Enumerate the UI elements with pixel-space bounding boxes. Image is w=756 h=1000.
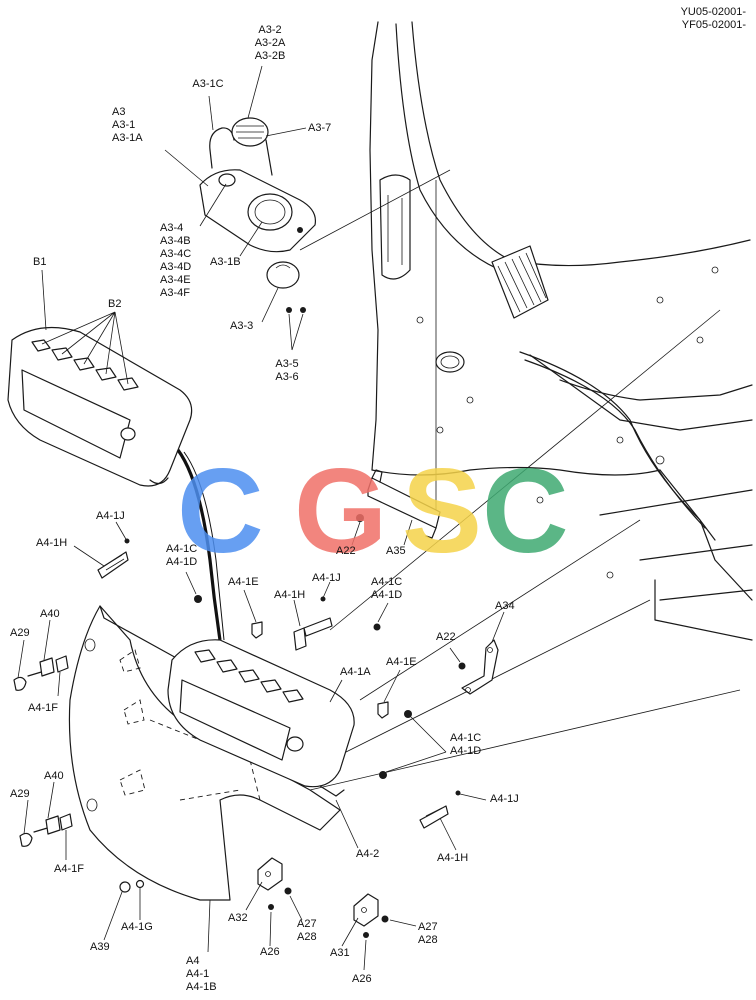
trim-panel-a4 (68, 605, 341, 901)
callout-a3-2: A3-2 A3-2A A3-2B (254, 24, 286, 62)
callout-a4-1j-left: A4-1J (96, 510, 125, 522)
callout-a3-7: A3-7 (308, 122, 332, 134)
callout-a3-5: A3-5 A3-6 (275, 358, 299, 383)
callout-a4-2: A4-2 (356, 848, 380, 860)
callout-a4-1c-right: A4-1C A4-1D (450, 732, 482, 757)
callout-a4-1a: A4-1A (340, 666, 371, 678)
wiring-harness-edge (183, 451, 225, 641)
callout-a4-1h-mid: A4-1H (274, 589, 306, 601)
header-code-1: YU05-02001- (680, 6, 746, 18)
callout-a35: A35 (386, 545, 406, 557)
callout-a4-1e-right: A4-1E (386, 656, 417, 668)
panel-b1 (7, 269, 193, 487)
wiring-harness (176, 449, 222, 641)
callout-a4-1f-bottom: A4-1F (54, 863, 84, 875)
console-a4-1a (167, 639, 355, 797)
callout-a27-right: A27 A28 (418, 921, 438, 946)
callout-a4-1h-right: A4-1H (437, 852, 469, 864)
callout-a40-bottom: A40 (44, 770, 64, 782)
callout-a27-left: A27 A28 (297, 918, 317, 943)
callout-b1: B1 (33, 256, 47, 268)
body-pillar-panel (369, 21, 753, 641)
callout-a4-1c-left: A4-1C A4-1D (166, 543, 198, 568)
header-code-2: YF05-02001- (681, 19, 746, 31)
callout-a34: A34 (495, 600, 515, 612)
callout-a4-1c-mid: A4-1C A4-1D (371, 576, 403, 601)
filler-assembly-a3 (164, 65, 317, 351)
callout-a39: A39 (90, 941, 110, 953)
long-leader-lines (299, 169, 741, 791)
callout-a22-top: A22 (336, 545, 356, 557)
callout-a31: A31 (330, 947, 350, 959)
callout-a4-1g: A4-1G (121, 921, 153, 933)
callout-a3-4: A3-4 A3-4B A3-4C A3-4D A3-4E A3-4F (160, 222, 192, 299)
callout-a4-1j-mid: A4-1J (312, 572, 341, 584)
bracket-a35 (351, 469, 441, 546)
callout-a4-1h-left: A4-1H (36, 537, 68, 549)
callout-a3-1b: A3-1B (210, 256, 241, 268)
small-hardware (13, 521, 505, 971)
callout-a26-right: A26 (352, 973, 372, 985)
callout-a4-1j-right: A4-1J (490, 793, 519, 805)
callout-a29-bottom: A29 (10, 788, 30, 800)
callout-a29-top: A29 (10, 627, 30, 639)
callout-a22-right: A22 (436, 631, 456, 643)
callout-a32: A32 (228, 912, 248, 924)
callout-a3-1c: A3-1C (192, 78, 224, 90)
callout-a40-top: A40 (40, 608, 60, 620)
callout-a4-1f-top: A4-1F (28, 702, 58, 714)
callout-a3-3: A3-3 (230, 320, 254, 332)
callout-a4-1e-left: A4-1E (228, 576, 259, 588)
callout-a4: A4 A4-1 A4-1B (186, 955, 217, 993)
callout-a26-left: A26 (260, 946, 280, 958)
callout-b2: B2 (108, 298, 122, 310)
callout-a3: A3 A3-1 A3-1A (112, 106, 143, 144)
